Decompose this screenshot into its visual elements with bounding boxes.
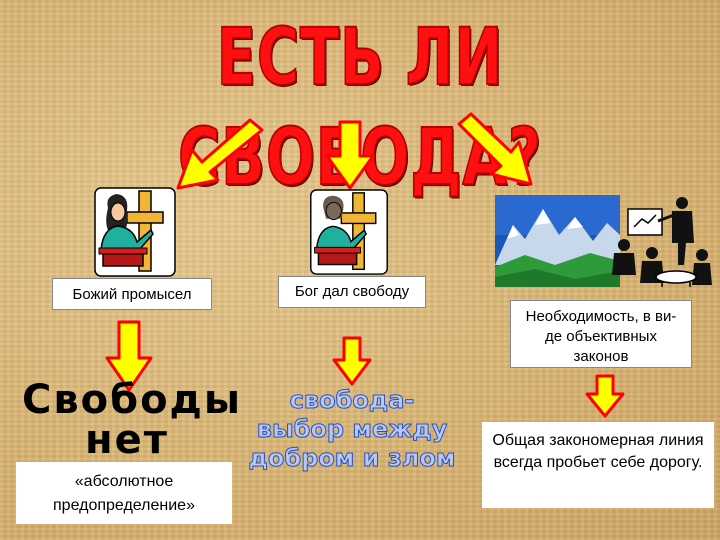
freedom-definition-line1: свобода-: [289, 386, 415, 415]
business-meeting-icon: [612, 197, 712, 287]
freedom-definition-line2: выбор между: [256, 415, 448, 444]
preacher-with-cross-icon-2: [310, 189, 388, 275]
freedom-definition-text: свобода- выбор между добром и злом: [240, 386, 464, 473]
arrow-down-right-icon: [457, 112, 533, 186]
arrow-down-icon-3: [332, 336, 372, 386]
note-predestination: «абсолютное предопределение»: [53, 473, 195, 514]
no-freedom-line1: Свободы: [22, 377, 243, 423]
label-necessity: Необходимость, в ви-де объективных закон…: [525, 308, 677, 365]
note-general-law: Общая закономерная линия всегда пробьет …: [492, 432, 704, 471]
freedom-definition-line3: добром и злом: [248, 444, 456, 473]
no-freedom-line2: нет: [85, 417, 169, 463]
label-box-necessity: Необходимость, в ви-де объективных закон…: [510, 300, 692, 368]
label-providence: Божий промысел: [72, 286, 192, 303]
arrow-down-icon-2: [105, 320, 153, 392]
page-title: ЕСТЬ ЛИ СВОБОДА?: [177, 12, 542, 204]
no-freedom-heading: Свободы нет: [22, 377, 243, 463]
mountains-landscape-icon: [495, 195, 620, 287]
arrow-down-left-icon: [176, 118, 264, 190]
note-box-predestination: «абсолютное предопределение»: [16, 462, 232, 524]
label-god-gave-freedom: Бог дал свободу: [294, 283, 410, 300]
arrow-down-icon: [325, 120, 375, 190]
label-box-god-gave-freedom: Бог дал свободу: [278, 276, 426, 308]
preacher-with-cross-icon: [94, 187, 176, 277]
arrow-down-icon-4: [585, 374, 625, 418]
note-box-general-law: Общая закономерная линия всегда пробьет …: [482, 422, 714, 508]
label-box-providence: Божий промысел: [52, 278, 212, 310]
